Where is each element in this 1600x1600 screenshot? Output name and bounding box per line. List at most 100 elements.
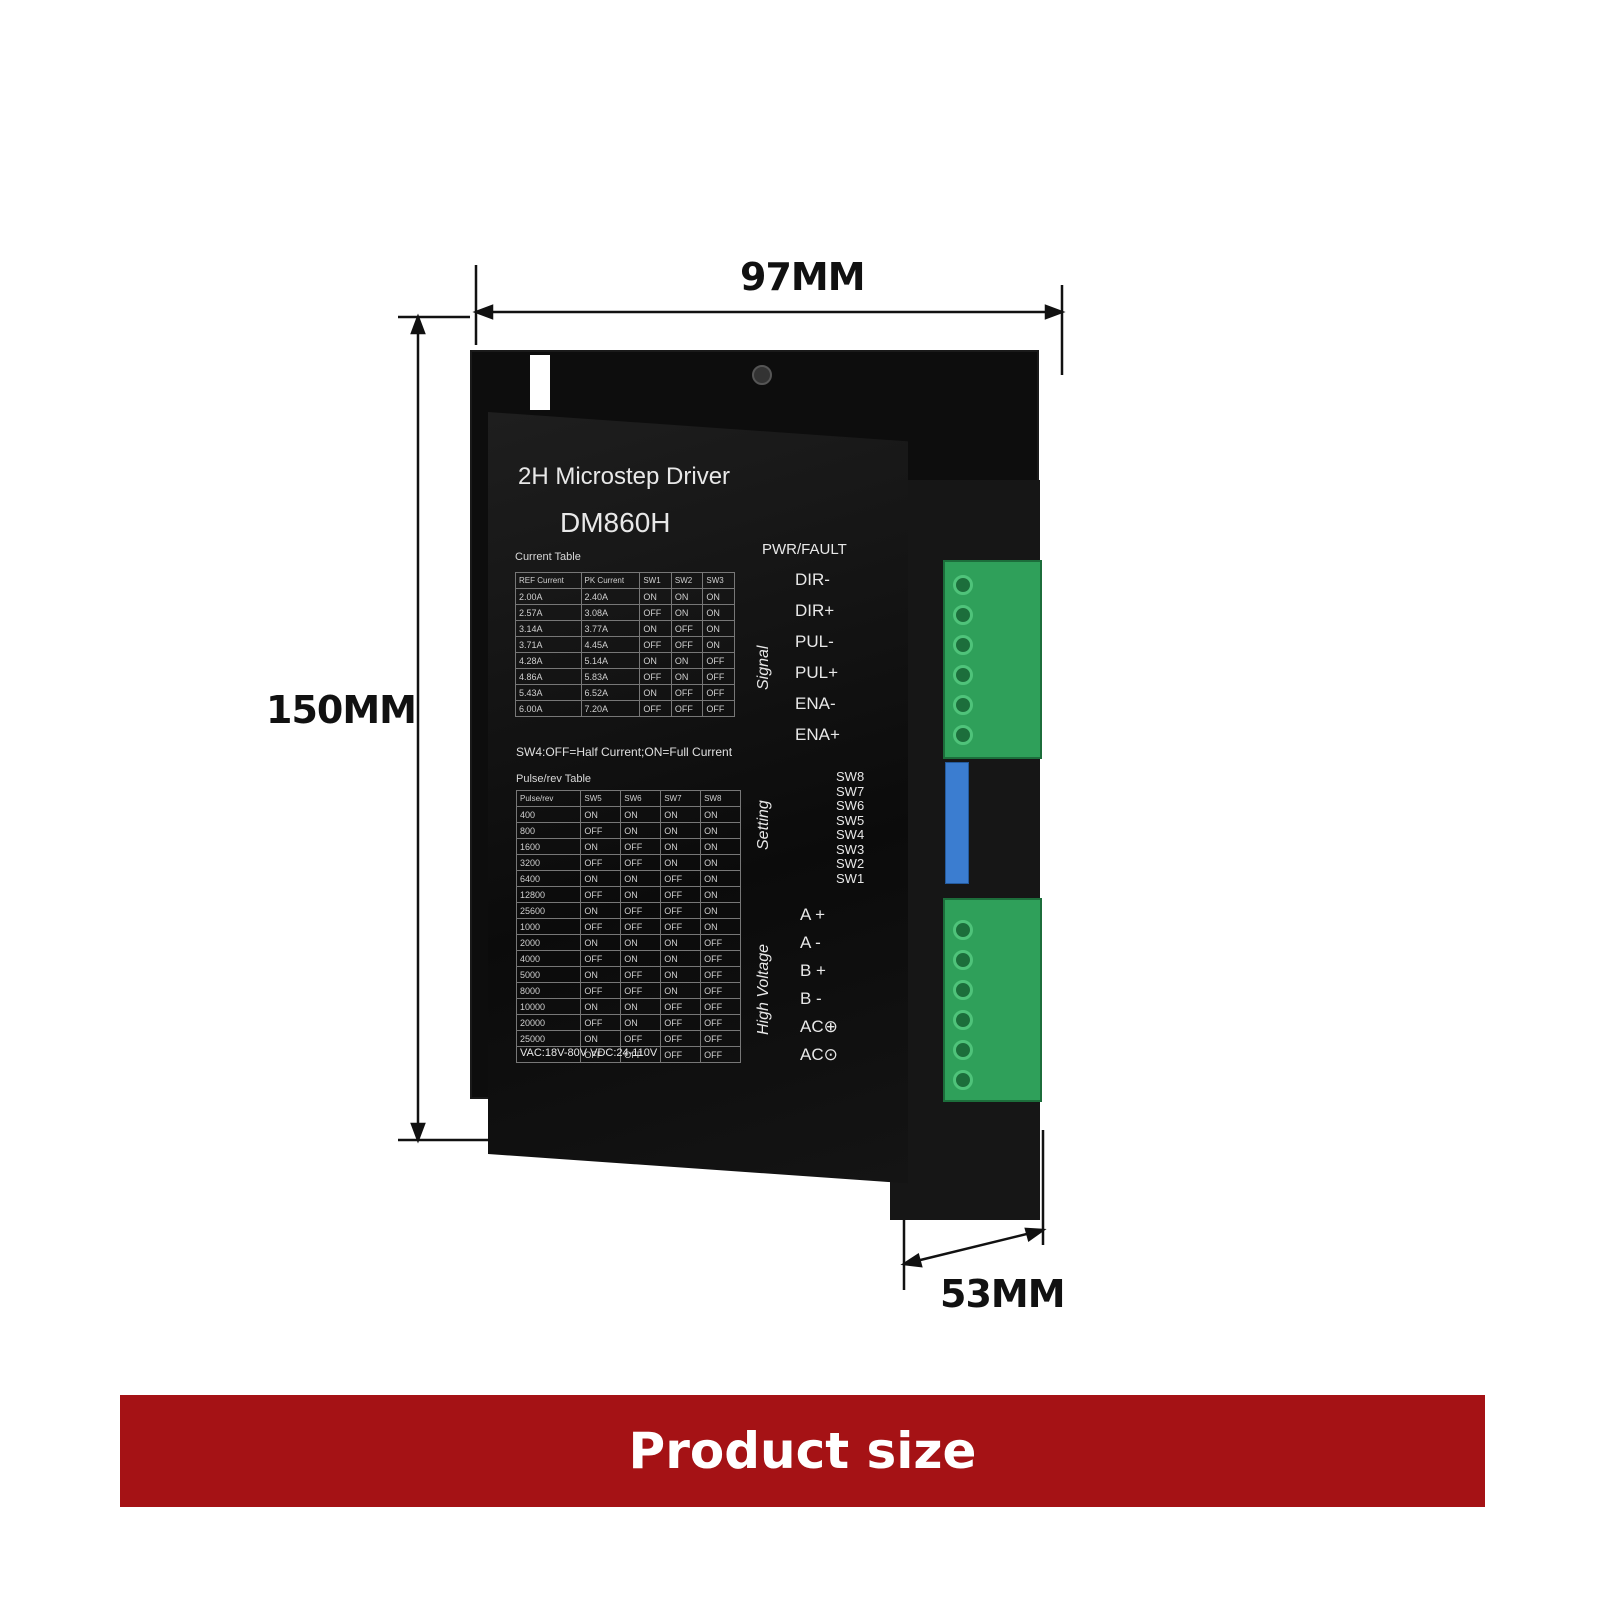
terminal-screw-icon (953, 575, 973, 595)
table-cell: ON (639, 620, 672, 637)
table-cell: ON (670, 588, 704, 605)
device-title: 2H Microstep Driver (518, 463, 731, 490)
table-cell: OFF (620, 966, 662, 983)
table-cell: 400 (515, 806, 582, 823)
table-cell: ON (620, 822, 662, 839)
table-cell: OFF (670, 684, 704, 701)
table-cell: 4000 (515, 950, 582, 967)
table-cell: ON (620, 934, 662, 951)
table-cell: 3200 (515, 854, 582, 871)
table-cell: ON (670, 604, 704, 621)
table-cell: OFF (660, 998, 702, 1015)
table-cell: OFF (670, 620, 704, 637)
table-cell: OFF (700, 934, 741, 951)
table-cell: OFF (660, 886, 702, 903)
table-cell: OFF (670, 700, 704, 717)
table-header: SW5 (580, 790, 622, 807)
terminal-screw-icon (953, 695, 973, 715)
table-cell: OFF (700, 1014, 741, 1031)
power-terminal-label: A + (800, 905, 826, 924)
table-cell: ON (670, 668, 704, 685)
height-label: 150MM (266, 688, 417, 732)
table-header: SW3 (702, 572, 735, 589)
table-cell: ON (580, 998, 622, 1015)
table-cell: 5.83A (580, 668, 641, 685)
table-cell: ON (700, 886, 741, 903)
table-cell: OFF (700, 966, 741, 983)
table-header: SW7 (660, 790, 702, 807)
table-cell: OFF (620, 854, 662, 871)
terminal-screw-icon (953, 635, 973, 655)
terminal-screw-icon (953, 1040, 973, 1060)
table-cell: 3.14A (515, 620, 582, 637)
table-cell: ON (700, 822, 741, 839)
signal-label: Signal (755, 645, 772, 690)
signal-terminal-label: ENA- (795, 694, 836, 713)
table-cell: ON (580, 806, 622, 823)
table-cell: ON (660, 966, 702, 983)
table-cell: 25600 (515, 902, 582, 919)
table-cell: 2000 (515, 934, 582, 951)
signal-terminal-label: PUL- (795, 632, 834, 651)
table-cell: 10000 (515, 998, 582, 1015)
table-cell: OFF (580, 822, 622, 839)
table-cell: OFF (660, 1046, 702, 1063)
table-cell: 4.86A (515, 668, 582, 685)
table-cell: OFF (580, 1014, 622, 1031)
power-terminal-label: AC⊕ (800, 1017, 838, 1036)
table-cell: ON (660, 934, 702, 951)
table-cell: 20000 (515, 1014, 582, 1031)
table-cell: 3.08A (580, 604, 641, 621)
table-cell: ON (700, 806, 741, 823)
table-cell: ON (700, 870, 741, 887)
table-cell: 2.00A (515, 588, 582, 605)
table-cell: ON (660, 838, 702, 855)
table-cell: ON (620, 998, 662, 1015)
table-header: SW2 (670, 572, 704, 589)
table-cell: OFF (580, 886, 622, 903)
table-cell: 25000 (515, 1030, 582, 1047)
table-cell: OFF (660, 918, 702, 935)
power-terminal-label: B + (800, 961, 826, 980)
table-cell: 12800 (515, 886, 582, 903)
table-cell: OFF (700, 1030, 741, 1047)
table-cell: OFF (620, 918, 662, 935)
mounting-screw-icon (752, 365, 772, 385)
table-cell: OFF (580, 982, 622, 999)
table-cell: ON (639, 652, 672, 669)
table-cell: OFF (670, 636, 704, 653)
table-cell: ON (660, 806, 702, 823)
table-cell: OFF (620, 838, 662, 855)
dip-switch-block[interactable] (945, 762, 969, 884)
width-label: 97MM (740, 255, 866, 299)
power-terminal-label: B - (800, 989, 822, 1008)
switch-label: SW8 (836, 769, 865, 784)
table-header: REF Current (515, 572, 582, 589)
table-cell: ON (702, 636, 735, 653)
table-cell: OFF (580, 950, 622, 967)
table-cell: 4.28A (515, 652, 582, 669)
table-cell: 5.43A (515, 684, 582, 701)
table-cell: ON (702, 620, 735, 637)
table-cell: 3.77A (580, 620, 641, 637)
table-cell: OFF (639, 636, 672, 653)
table-cell: OFF (660, 1014, 702, 1031)
table-cell: OFF (660, 902, 702, 919)
table-cell: ON (702, 604, 735, 621)
table-cell: ON (620, 870, 662, 887)
switch-label: SW6 (836, 798, 865, 813)
terminal-screw-icon (953, 1010, 973, 1030)
table-cell: 800 (515, 822, 582, 839)
table-header: SW1 (639, 572, 672, 589)
